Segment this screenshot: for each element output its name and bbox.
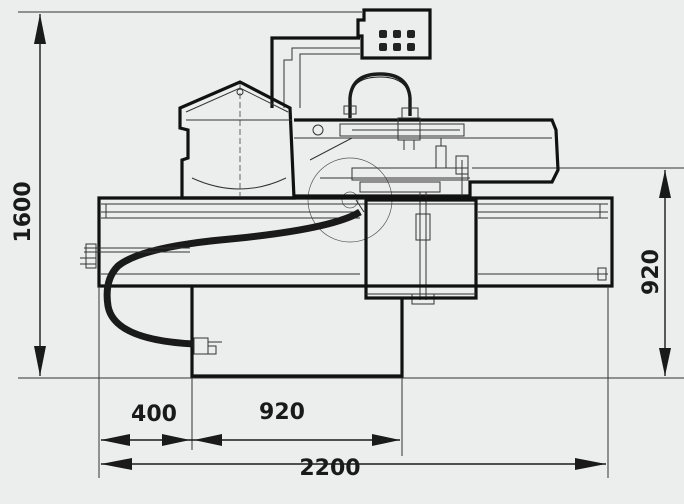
dimension-label-920-vertical: 920 bbox=[639, 249, 664, 295]
blade-guard bbox=[178, 80, 296, 200]
dimension-label-1600: 1600 bbox=[11, 181, 36, 242]
top-hose bbox=[343, 72, 447, 169]
sliding-carriage bbox=[364, 198, 478, 300]
control-panel-buttons bbox=[379, 30, 415, 51]
flexible-hose bbox=[103, 199, 365, 355]
control-panel bbox=[270, 8, 432, 108]
carriage-housing bbox=[294, 118, 560, 198]
cutting-head bbox=[351, 155, 469, 305]
control-panel-button[interactable] bbox=[393, 30, 401, 38]
dimension-lines bbox=[18, 11, 684, 478]
control-panel-button[interactable] bbox=[379, 30, 387, 38]
machine-base bbox=[98, 286, 609, 378]
control-panel-button[interactable] bbox=[407, 43, 415, 51]
dimension-label-400: 400 bbox=[131, 402, 177, 427]
control-panel-button[interactable] bbox=[407, 30, 415, 38]
dimension-label-2200: 2200 bbox=[299, 456, 360, 481]
control-panel-button[interactable] bbox=[393, 43, 401, 51]
control-panel-button[interactable] bbox=[379, 43, 387, 51]
dimension-label-920-horizontal: 920 bbox=[259, 400, 305, 425]
left-length-stop bbox=[80, 243, 190, 269]
main-beam bbox=[97, 196, 614, 288]
